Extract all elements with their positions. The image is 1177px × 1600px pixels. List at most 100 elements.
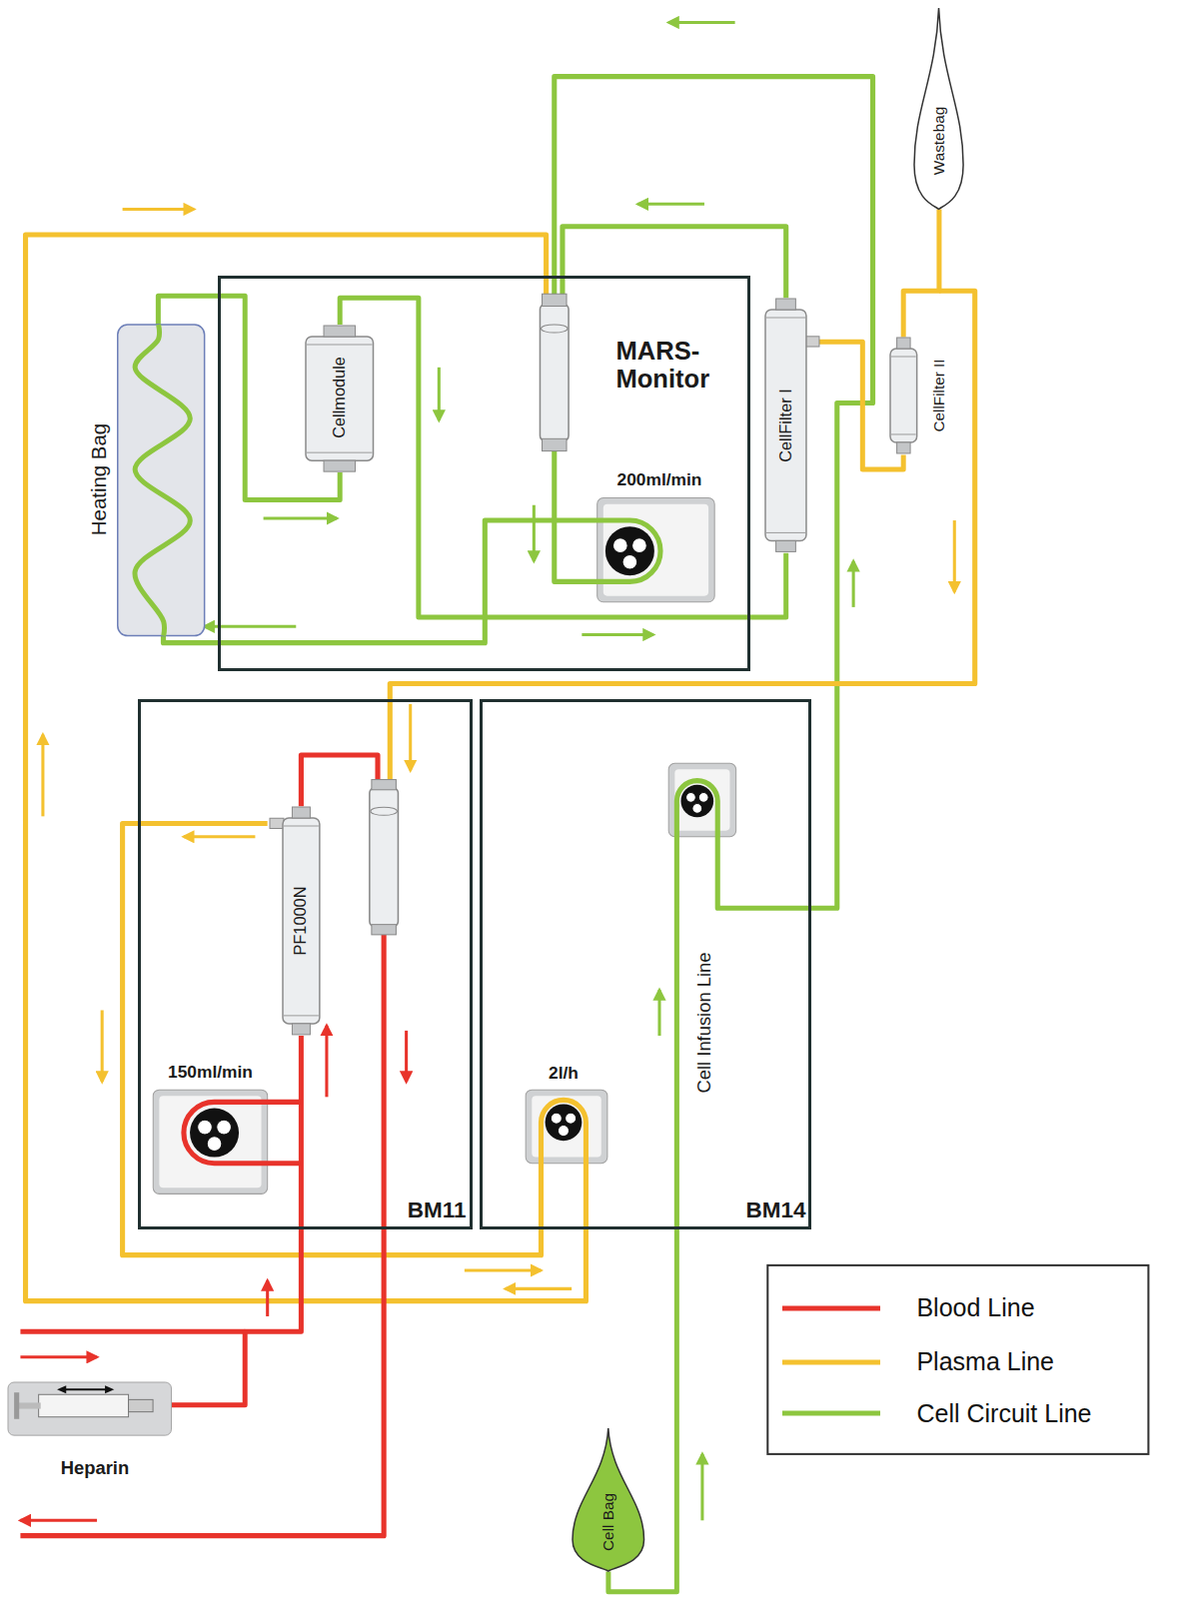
pump-rollers [189,526,714,1158]
node-label: BM14 [745,1197,806,1223]
cell-circuit-line [162,449,661,644]
legend-sample [782,1303,881,1314]
plasma-line [389,290,975,782]
blood-line [19,1329,245,1335]
legend-entry: Cell Circuit Line [782,1397,1093,1430]
flow-arrow [122,207,195,211]
heparin-syringe: Heparin [7,1382,171,1485]
cell-module: Cellmodule [303,324,376,473]
pump-housings [152,498,736,1195]
flow-arrow [581,633,654,637]
legend-line [782,1411,881,1417]
filter-cap [896,442,910,454]
flow-rate-label: 200ml/min [617,471,703,491]
pump-roller [189,1109,239,1159]
flow-arrow [700,1454,704,1521]
roller-wheel [550,1113,562,1125]
roller-wheel [686,792,697,803]
housing-frame [152,1090,267,1194]
roller-disc [545,1104,583,1142]
tube-connector [171,1036,302,1406]
pump-roller [605,526,655,576]
plasma-filter: PF1000N [280,806,322,1037]
blood-line [19,935,384,1537]
filter-band [306,452,373,454]
bm11-box: BM11PF1000N [137,699,473,1230]
bm14-box: BM14 [479,699,812,1230]
trap-cap [371,780,397,791]
pump-frame [7,1382,171,1436]
legend-text: Cell Circuit Line [916,1399,1092,1429]
node-label: Heparin [60,1458,129,1479]
filter-cap [896,337,910,349]
flow-arrow [265,1280,269,1317]
legend-line [782,1305,881,1311]
filter-band [891,434,917,436]
bag-outline [914,7,964,209]
cell-bag: Cell Bag [571,1428,646,1572]
filter-band [306,343,373,345]
bag-outline [116,324,204,637]
housing-face [158,1096,261,1188]
stroke-arrow [64,1389,106,1392]
filter-body [890,348,918,443]
pump-housing [597,498,715,603]
cell-circuit-line [562,226,787,299]
flow-arrow [437,367,441,421]
node-label: MARS-Monitor [616,336,734,393]
roller-wheel [216,1120,232,1136]
waste-bag: Wastebag [913,7,965,209]
drawing-group [19,21,1149,1536]
filter-band [766,532,806,534]
filter-cap [776,541,797,553]
flow-arrow [408,704,412,771]
blood-line [183,1102,301,1164]
node-label: Heating Bag [87,423,110,536]
flow-arrow [324,1026,328,1099]
flow-arrows [19,21,955,1521]
flow-arrow [464,1268,542,1272]
bubble-trap [369,780,399,936]
pump-roller [680,785,714,819]
housing-face [674,769,730,831]
filter-port [805,336,820,347]
flow-arrow [668,20,735,24]
pump-roller [545,1104,583,1142]
flow-arrow [953,520,957,593]
filter-cap [291,807,310,819]
filter-cap [323,325,355,337]
node-label: CellFilter II [931,359,949,433]
trap-body [369,788,399,928]
line-label: Cell Infusion Line [694,952,715,1094]
roller-wheel [612,538,628,554]
dialyzer-body [539,303,569,441]
heating-coil [134,324,190,637]
syringe-hub [128,1400,154,1413]
tubing [19,76,975,1537]
flow-arrow [657,990,661,1037]
roller-wheel [565,1113,577,1125]
roller-disc [680,785,714,819]
flow-rate-label: 2l/h [548,1064,579,1084]
syringe-plunger [17,1403,40,1410]
roller-wheel [692,803,703,814]
syringe-thumb [13,1393,19,1421]
flow-arrow [40,735,44,818]
legend-text: Blood Line [916,1293,1035,1323]
flow-arrow [183,835,256,839]
filter-cap [776,298,797,310]
dialyzer [539,293,569,451]
roller-wheel [622,554,638,570]
legend-box [767,1265,1149,1455]
dialyzer-band [540,324,568,333]
flow-arrow [532,505,536,562]
filter-band [283,1015,319,1017]
trap-cap [371,925,397,936]
plasma-line [25,234,587,1302]
heating-bag: Heating Bag [81,324,207,637]
legend-sample [782,1357,881,1368]
stroke-arrow-head [104,1386,114,1395]
legend-entry: Blood Line [782,1292,1036,1325]
flow-arrow [852,561,856,608]
roller-wheel [197,1120,213,1136]
